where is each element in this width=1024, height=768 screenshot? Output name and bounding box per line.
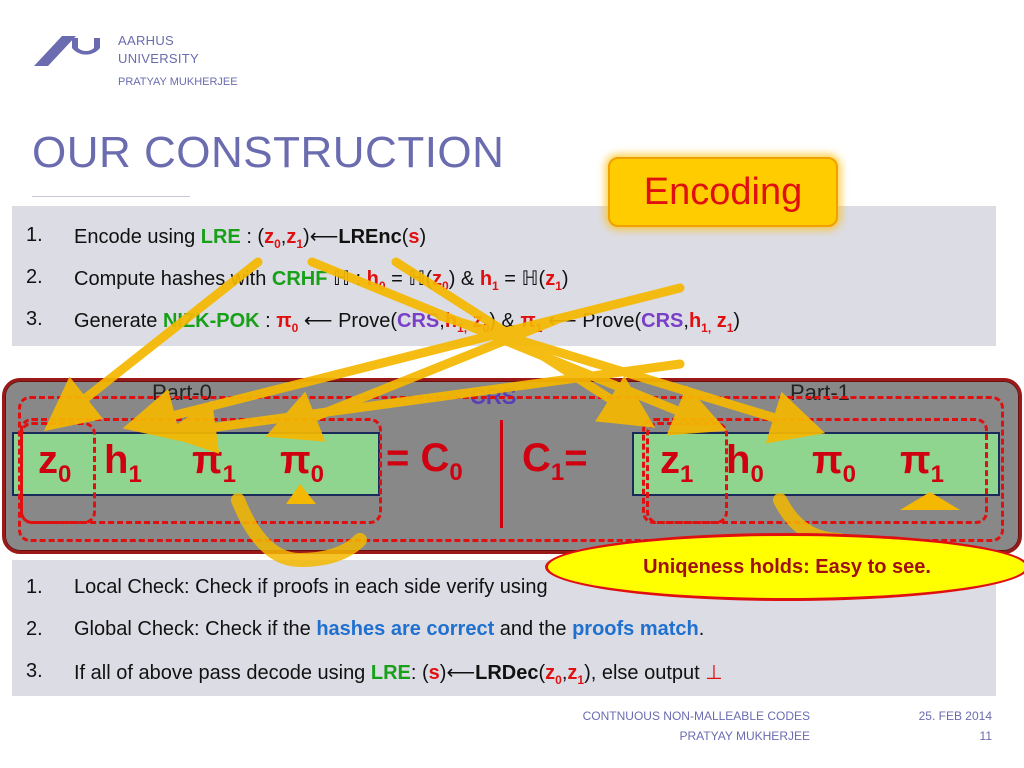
curved-arrow-left [231,493,367,568]
part1-pi1: π1 [900,438,944,488]
arrow-pi1-left [162,359,685,454]
encoding-steps-panel: 1. Encode using LRE : (z0,z1)⟵LREnc(s) 2… [12,206,996,346]
arrow-h1 [122,283,685,442]
part0-h1: h1 [104,438,142,488]
curved-arrowhead-right [900,492,960,510]
codeword-dashed-outline [18,396,1004,542]
footer-title-line: CONTNUOUS NON-MALLEABLE CODES [582,709,810,723]
part1-z1: z1 [660,438,694,488]
c0-label: = C0 [386,436,463,486]
slide-title: OUR CONSTRUCTION [32,128,505,177]
header-author: PRATYAY MUKHERJEE [118,76,238,88]
footer-meta: 25. FEB 2014 11 [860,706,992,746]
step-text: Local Check: Check if proofs in each sid… [74,576,548,598]
step-text: Encode using LRE : (z0,z1)⟵LREnc(s) [74,226,427,251]
org-line1: AARHUS [118,33,174,48]
footer-title: CONTNUOUS NON-MALLEABLE CODES PRATYAY MU… [480,706,810,746]
part0-z0: z0 [38,438,72,488]
part0-pi0: π0 [280,438,324,488]
curved-arrowhead-left [286,484,316,504]
center-divider [500,420,503,528]
step-text: Global Check: Check if the hashes are co… [74,618,705,640]
page-number: 11 [979,729,992,743]
footer-author-line: PRATYAY MUKHERJEE [679,729,810,743]
encoding-callout: Encoding [608,157,838,227]
uniqueness-bubble: Uniqeness holds: Easy to see. [545,533,1024,601]
org-line2: UNIVERSITY [118,51,200,66]
step-number: 2. [26,266,43,288]
title-divider [32,196,190,197]
step-number: 2. [26,618,43,640]
step-text: If all of above pass decode using LRE: (… [74,662,723,687]
c1-label: C1= [522,436,588,486]
university-logo [34,36,100,66]
footer-date: 25. FEB 2014 [918,709,992,723]
step-number: 1. [26,576,43,598]
org-name: AARHUS UNIVERSITY [118,32,199,68]
arrow-z1 [307,257,727,436]
part1-h0: h0 [726,438,764,488]
step-text: Compute hashes with CRHF ℍ : h0 = ℍ(z0) … [74,268,569,293]
step-number: 3. [26,308,43,330]
arrow-z0 [43,257,263,432]
step-number: 1. [26,224,43,246]
part1-pi0: π0 [812,438,856,488]
step-number: 3. [26,660,43,682]
